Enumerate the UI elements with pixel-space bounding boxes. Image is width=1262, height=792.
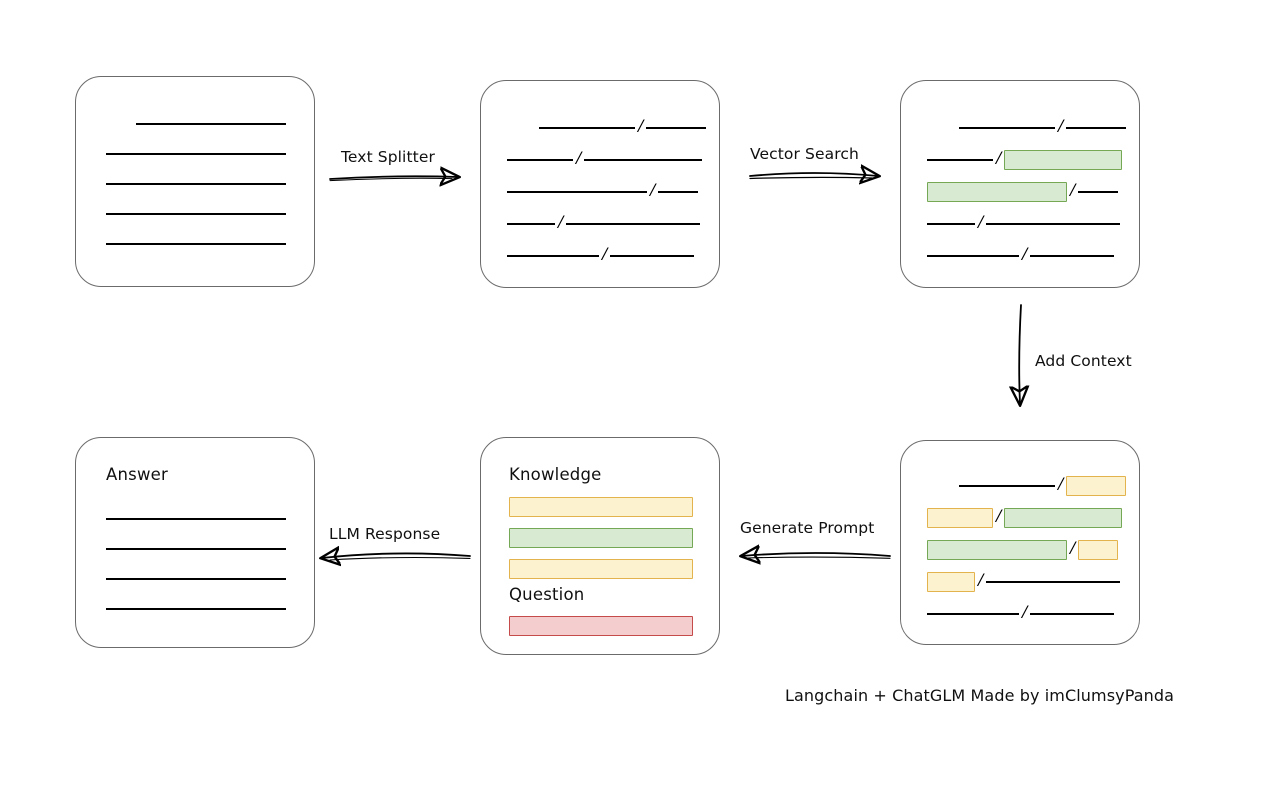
box-source-document[interactable] xyxy=(75,76,315,287)
question-bar-1 xyxy=(509,616,693,636)
arrow-text-splitter xyxy=(329,176,458,180)
chunk-segment xyxy=(507,254,599,258)
source-line-2 xyxy=(106,153,286,156)
chunk-segment xyxy=(986,580,1121,584)
answer-line-2 xyxy=(106,548,286,551)
context-row-4: / xyxy=(901,569,1139,592)
chunk-separator: / xyxy=(638,115,644,137)
box-split-chunks[interactable]: / / / / / xyxy=(480,80,720,288)
match-row-2: / xyxy=(901,147,1139,170)
match-row-5: / xyxy=(901,243,1139,265)
chunk-segment xyxy=(566,222,701,226)
chunk-segment xyxy=(507,158,573,162)
highlight-segment-green xyxy=(927,540,1067,560)
answer-line-4 xyxy=(106,608,286,611)
chunk-separator: / xyxy=(1058,115,1064,137)
chunk-separator: / xyxy=(978,569,984,591)
arrow-add-context xyxy=(1019,304,1021,404)
chunk-row-3: / xyxy=(481,179,719,201)
knowledge-bar-2 xyxy=(509,528,693,548)
context-row-3: / xyxy=(901,537,1139,560)
source-line-3 xyxy=(106,183,286,186)
edge-label-generate-prompt: Generate Prompt xyxy=(740,519,875,537)
chunk-separator: / xyxy=(650,179,656,201)
box-prompt[interactable]: Knowledge Question xyxy=(480,437,720,655)
highlight-segment-green xyxy=(1004,508,1123,528)
context-row-2: / xyxy=(901,505,1139,528)
chunk-row-4: / xyxy=(481,211,719,233)
answer-label: Answer xyxy=(106,465,168,484)
match-row-3: / xyxy=(901,179,1139,202)
match-row-1: / xyxy=(901,115,1139,137)
chunk-segment xyxy=(610,254,695,258)
chunk-separator: / xyxy=(996,147,1002,169)
highlight-segment-yellow xyxy=(1078,540,1119,560)
context-row-1: / xyxy=(901,473,1139,496)
chunk-row-2: / xyxy=(481,147,719,169)
knowledge-bar-1 xyxy=(509,497,693,517)
chunk-row-5: / xyxy=(481,243,719,265)
chunk-segment xyxy=(658,190,699,194)
edge-label-llm-response: LLM Response xyxy=(329,525,441,543)
arrow-llm-response xyxy=(322,553,471,560)
answer-line-1 xyxy=(106,518,286,521)
chunk-separator: / xyxy=(1022,601,1028,623)
arrow-generate-prompt xyxy=(742,553,891,558)
chunk-segment xyxy=(1030,612,1115,616)
chunk-segment xyxy=(584,158,703,162)
chunk-segment xyxy=(927,254,1019,258)
chunk-segment xyxy=(959,484,1055,488)
source-line-4 xyxy=(106,213,286,216)
chunk-segment xyxy=(1078,190,1119,194)
highlight-segment-green xyxy=(927,182,1067,202)
chunk-separator: / xyxy=(1070,179,1076,201)
source-line-5 xyxy=(106,243,286,246)
chunk-segment xyxy=(986,222,1121,226)
chunk-separator: / xyxy=(1058,473,1064,495)
arrow-vector-search xyxy=(749,173,878,179)
chunk-row-1: / xyxy=(481,115,719,137)
box-context-added[interactable]: / / / / / xyxy=(900,440,1140,645)
chunk-separator: / xyxy=(602,243,608,265)
answer-line-3 xyxy=(106,578,286,581)
chunk-separator: / xyxy=(558,211,564,233)
box-answer[interactable]: Answer xyxy=(75,437,315,648)
chunk-separator: / xyxy=(1022,243,1028,265)
chunk-segment xyxy=(507,190,647,194)
chunk-segment xyxy=(1066,126,1127,130)
highlight-segment-yellow xyxy=(927,508,993,528)
chunk-segment xyxy=(1030,254,1115,258)
chunk-separator: / xyxy=(978,211,984,233)
context-row-5: / xyxy=(901,601,1139,623)
chunk-segment xyxy=(927,158,993,162)
chunk-segment xyxy=(927,612,1019,616)
question-label: Question xyxy=(509,585,585,604)
edge-label-vector-search: Vector Search xyxy=(750,145,859,163)
chunk-segment xyxy=(959,126,1055,130)
chunk-separator: / xyxy=(576,147,582,169)
chunk-separator: / xyxy=(996,505,1002,527)
highlight-segment-green xyxy=(1004,150,1123,170)
box-vector-search-results[interactable]: / / / / / xyxy=(900,80,1140,288)
footer-credit: Langchain + ChatGLM Made by imClumsyPand… xyxy=(785,686,1175,705)
chunk-segment xyxy=(927,222,975,226)
chunk-segment xyxy=(539,126,635,130)
chunk-segment xyxy=(646,126,707,130)
source-line-1 xyxy=(136,123,286,126)
edge-label-add-context: Add Context xyxy=(1035,352,1132,370)
chunk-separator: / xyxy=(1070,537,1076,559)
highlight-segment-yellow xyxy=(1066,476,1127,496)
knowledge-bar-3 xyxy=(509,559,693,579)
chunk-segment xyxy=(507,222,555,226)
edge-label-text-splitter: Text Splitter xyxy=(341,148,435,166)
match-row-4: / xyxy=(901,211,1139,233)
knowledge-label: Knowledge xyxy=(509,465,602,484)
highlight-segment-yellow xyxy=(927,572,975,592)
